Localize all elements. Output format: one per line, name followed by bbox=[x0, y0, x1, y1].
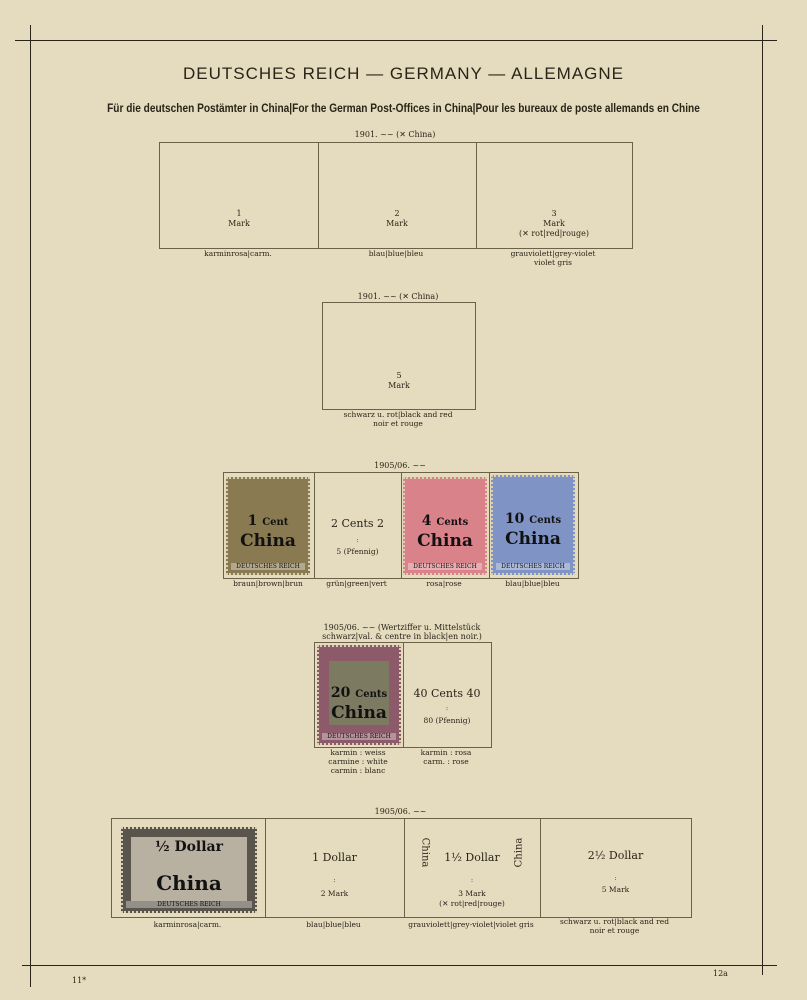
stamp-row: ½ Dollar China DEUTSCHES REICH 1 Dollar … bbox=[111, 818, 692, 918]
stamp-slot[interactable]: ½ Dollar China DEUTSCHES REICH bbox=[112, 819, 266, 917]
stamp-slot[interactable]: 4 Cents China DEUTSCHES REICH bbox=[401, 473, 490, 578]
border-top bbox=[15, 40, 777, 41]
section-caption: 1901. ~~ (✕ China) bbox=[357, 292, 439, 301]
stamp-slot[interactable]: 1 Cent China DEUTSCHES REICH bbox=[224, 473, 315, 578]
stamp-1-cent[interactable]: 1 Cent China DEUTSCHES REICH bbox=[226, 477, 310, 575]
color-label: rosa|rose bbox=[426, 579, 462, 588]
footer-left-number: 11* bbox=[72, 976, 87, 985]
color-label: blau|blue|bleu bbox=[306, 920, 361, 929]
color-label: blau|blue|bleu bbox=[505, 579, 560, 588]
section-caption: 1905/06. ~~ bbox=[374, 807, 427, 816]
stamp-row: 20 Cents China DEUTSCHES REICH 40 Cents … bbox=[314, 642, 492, 748]
color-label: grauviolett|grey-violet|violet gris bbox=[408, 920, 534, 929]
stamp-slot[interactable]: 10 Cents China DEUTSCHES REICH bbox=[489, 473, 578, 578]
stamp-slot[interactable]: 20 Cents China DEUTSCHES REICH bbox=[315, 643, 404, 747]
page-number: 12a bbox=[713, 969, 728, 978]
color-label: karminrosa|carm. bbox=[153, 920, 222, 929]
stamp-slot[interactable]: 2 Cents 2 : 5 (Pfennig) bbox=[314, 473, 402, 578]
page-title: DEUTSCHES REICH — GERMANY — ALLEMAGNE bbox=[183, 64, 624, 83]
color-label: grün|green|vert bbox=[326, 579, 387, 588]
color-label: karminrosa|carm. bbox=[204, 249, 272, 258]
page-subtitle: Für die deutschen Postämter in China|For… bbox=[107, 103, 700, 115]
border-bottom bbox=[22, 965, 777, 966]
stamp-10-cents[interactable]: 10 Cents China DEUTSCHES REICH bbox=[491, 475, 575, 575]
stamp-row: 1 Cent China DEUTSCHES REICH 2 Cents 2 :… bbox=[223, 472, 579, 579]
border-left bbox=[30, 25, 31, 987]
section-caption: 1905/06. ~~ bbox=[374, 461, 426, 470]
stamp-slot[interactable]: 1 Dollar : 2 Mark bbox=[265, 819, 405, 917]
stamp-half-dollar[interactable]: ½ Dollar China DEUTSCHES REICH bbox=[121, 827, 257, 913]
stamp-slot[interactable]: China China 1½ Dollar : 3 Mark (✕ rot|re… bbox=[404, 819, 541, 917]
color-label: blau|blue|bleu bbox=[368, 249, 424, 258]
color-label: braun|brown|brun bbox=[233, 579, 303, 588]
border-right bbox=[762, 25, 763, 975]
stamp-slot[interactable]: 2½ Dollar : 5 Mark bbox=[587, 849, 644, 894]
section-caption: 1901. ~~ (✕ China) bbox=[354, 130, 436, 139]
stamp-slot[interactable]: 40 Cents 40 : 80 (Pfennig) bbox=[413, 687, 481, 725]
stamp-4-cents[interactable]: 4 Cents China DEUTSCHES REICH bbox=[403, 477, 487, 575]
stamp-20-cents[interactable]: 20 Cents China DEUTSCHES REICH bbox=[317, 645, 401, 745]
